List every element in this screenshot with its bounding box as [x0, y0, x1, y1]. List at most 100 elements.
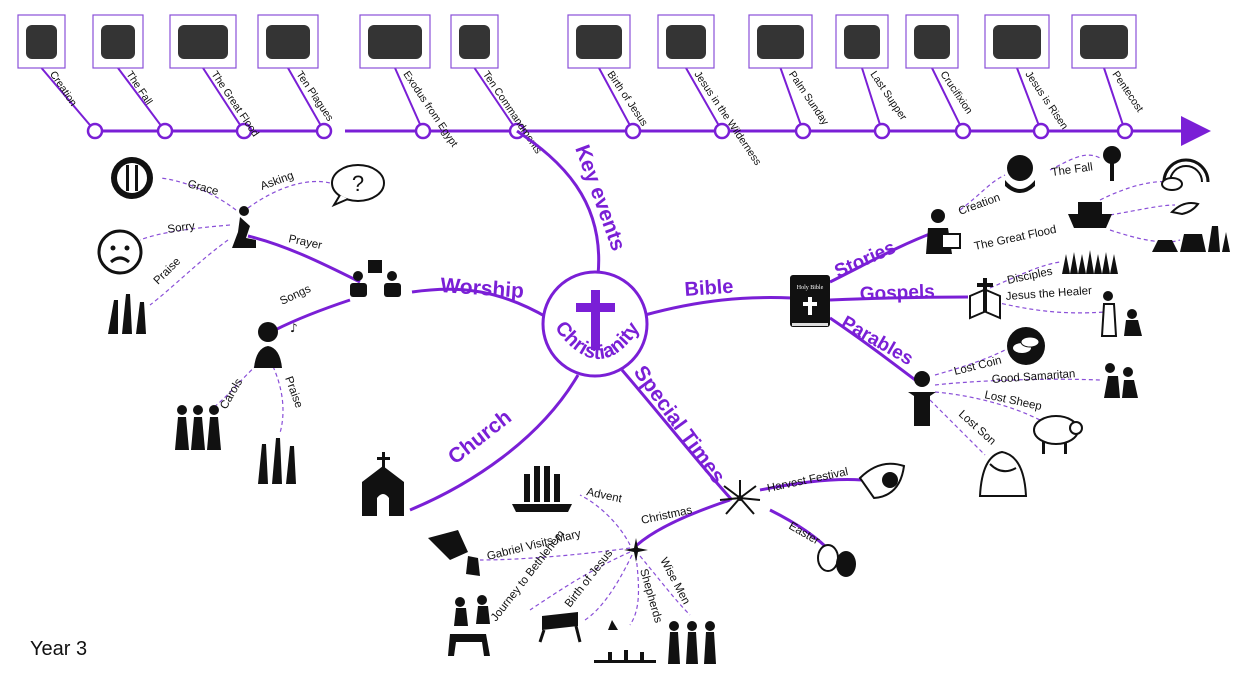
sorry-label: Sorry [167, 220, 196, 236]
reading-child-icon [926, 209, 961, 254]
moses-tablets-icon [450, 14, 499, 69]
timeline-label: Palm Sunday [786, 69, 831, 128]
branch-key-events: Key events [570, 142, 630, 254]
tree-serpent-icon [92, 14, 144, 69]
sheep-icon [1033, 415, 1083, 454]
story-globe-hands-icon [1005, 155, 1035, 193]
timeline-node [86, 122, 104, 140]
timeline-label: The Great Flood [209, 69, 262, 139]
donkey-journey-icon [448, 595, 490, 656]
story-tree-icon [1103, 146, 1121, 181]
singer-icon: ♪ [254, 321, 298, 368]
gospels-line [829, 295, 969, 302]
timeline-connector [685, 67, 723, 132]
parables-line [829, 316, 919, 384]
timeline-connector [117, 67, 166, 132]
praise-label: Praise [152, 256, 184, 288]
wise-men-icon [668, 621, 716, 664]
worship-group-icon [350, 260, 401, 297]
prayer-line [247, 234, 361, 284]
creation-label: Creation [957, 192, 1002, 218]
songs-label: Songs [278, 283, 313, 308]
timeline-connector [40, 67, 96, 132]
easter-label: Easter [787, 520, 822, 547]
birth-of-jesus-label: Birth of Jesus [563, 547, 616, 609]
chalice-icon [835, 14, 889, 69]
disciples-crowd-icon [1062, 250, 1118, 274]
christmas-line [636, 498, 731, 547]
easter-eggs-icon [817, 544, 856, 577]
cross-book-icon [969, 278, 1001, 320]
grace-label: Grace [186, 178, 219, 198]
branch-special-times-line [620, 369, 734, 502]
timeline-connector [202, 67, 245, 132]
timeline-label: Creation [47, 69, 79, 109]
timeline-connector [394, 67, 424, 132]
timeline-node [1116, 122, 1134, 140]
timeline-connector [779, 67, 804, 132]
knife-fork-plate-icon [111, 157, 153, 199]
church-building-icon [362, 452, 404, 516]
timeline-node [1032, 122, 1050, 140]
center-node: Christianity [541, 270, 649, 378]
manger-icon [538, 612, 582, 643]
branch-bible-line [644, 296, 793, 317]
great-flood-label: The Great Flood [973, 224, 1057, 253]
lost-son-label: Lost Son [956, 408, 998, 447]
branch-worship: Worship [440, 274, 525, 303]
the-fall-label: The Fall [1051, 161, 1094, 179]
cross-icon [576, 290, 615, 350]
dove-flames-icon [1071, 14, 1137, 69]
songs-praise-label: Praise [282, 375, 304, 410]
dove-icon [1169, 202, 1200, 216]
rainbow-cloud-icon [1161, 158, 1210, 191]
svg-text:?: ? [352, 171, 364, 196]
bible-book-title: Holy Bible [797, 285, 824, 291]
choir-icon [175, 405, 221, 450]
star-burst-icon [624, 538, 648, 562]
carols-label: Carols [218, 377, 245, 412]
timeline-connector [598, 67, 634, 132]
story-ark-icon [1068, 202, 1112, 228]
timeline-node [624, 122, 642, 140]
disciples-label: Disciples [1006, 266, 1054, 287]
fireworks-icon [719, 480, 761, 515]
praying-person-icon [232, 206, 256, 248]
empty-tomb-icon [984, 14, 1050, 69]
timeline-node [414, 122, 432, 140]
timeline-node [873, 122, 891, 140]
branch-special-times: Special Times [629, 361, 730, 488]
helping-person-icon [1104, 363, 1138, 398]
father-son-embrace-icon [978, 450, 1028, 497]
christmas-label: Christmas [640, 504, 693, 527]
holy-bible-icon: Holy Bible [790, 275, 830, 327]
plague-icon [257, 14, 319, 69]
raised-hands-icon [108, 294, 146, 334]
wilderness-figures-icon [657, 14, 715, 69]
timeline-connector [931, 67, 964, 132]
timeline-node [315, 122, 333, 140]
animals-icon [1152, 226, 1230, 252]
branch-bible: Bible [684, 276, 734, 301]
timeline-label: Last Supper [868, 69, 910, 123]
shepherds-field-icon [594, 620, 656, 663]
harvest-line [759, 477, 863, 492]
exodus-crowd-icon [359, 14, 431, 69]
timeline-label: Jesus in the Wilderness [692, 69, 764, 168]
shepherds-label: Shepherds [637, 568, 664, 625]
healing-icon [1100, 291, 1142, 337]
timeline-label: Exodus from Egypt [401, 69, 461, 149]
timeline-node [156, 122, 174, 140]
timeline-node [954, 122, 972, 140]
songs-line [274, 298, 351, 332]
good-samaritan-label: Good Samaritan [991, 368, 1075, 386]
timeline-label: The Fall [124, 69, 155, 107]
advent-label: Advent [585, 486, 623, 505]
branch-church: Church [444, 406, 516, 469]
timeline-connector [1016, 67, 1042, 132]
timeline-node [235, 122, 253, 140]
globe-hands-icon [17, 14, 66, 69]
main-branches [247, 129, 969, 555]
